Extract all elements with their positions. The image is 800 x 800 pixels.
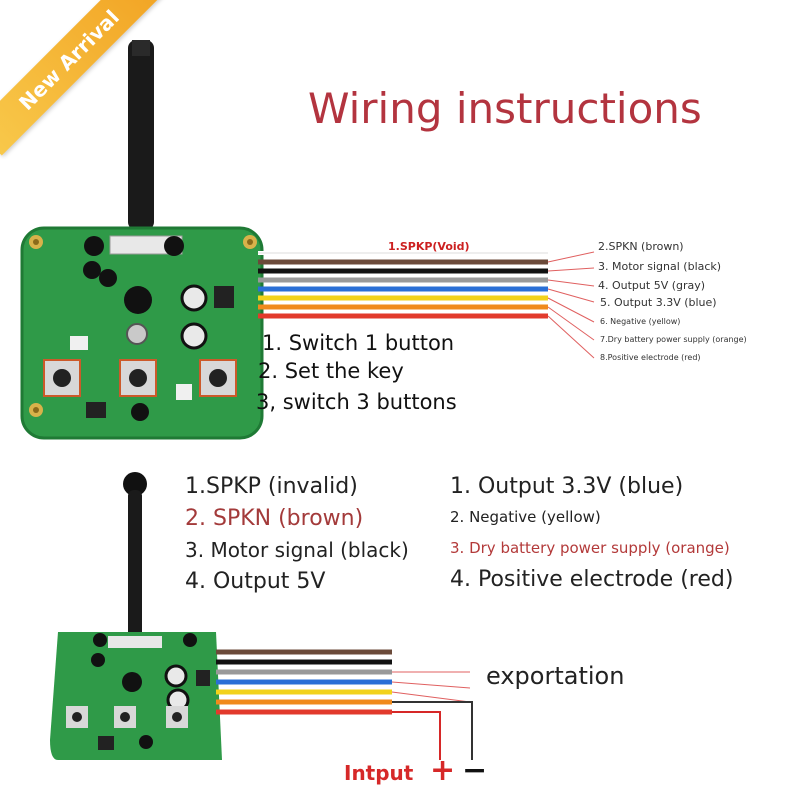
top-leader-lines [547, 251, 595, 359]
right-list-item-1: 1. Output 3.3V (blue) [450, 474, 684, 499]
wire-label-1: 1.SPKP(Void) [388, 240, 470, 253]
right-list-item-2: 2. Negative (yellow) [450, 508, 601, 526]
minus-sign: − [462, 753, 488, 788]
plus-sign: + [430, 753, 456, 788]
right-list-item-4: 4. Positive electrode (red) [450, 567, 734, 592]
button-label-3: 3, switch 3 buttons [256, 390, 457, 414]
left-list-item-1: 1.SPKP (invalid) [185, 474, 358, 499]
input-label: Intput [344, 761, 414, 785]
button-label-1: 1. Switch 1 button [262, 331, 455, 355]
page-title: Wiring instructions [308, 84, 702, 133]
wire-label-8: 8.Positive electrode (red) [600, 353, 701, 362]
wire-label-2: 2.SPKN (brown) [598, 240, 684, 253]
antenna-cable-bottom [128, 490, 142, 640]
left-list-item-4: 4. Output 5V [185, 569, 326, 594]
wire-label-5: 5. Output 3.3V (blue) [600, 296, 717, 309]
wire-label-7: 7.Dry battery power supply (orange) [600, 335, 747, 344]
right-list-item-3: 3. Dry battery power supply (orange) [450, 539, 730, 557]
wire-label-3: 3. Motor signal (black) [598, 260, 722, 273]
button-label-2: 2. Set the key [258, 359, 404, 383]
pcb-board-bottom [50, 632, 222, 760]
wire-label-4: 4. Output 5V (gray) [598, 279, 706, 292]
bottom-wire-bundle [216, 649, 392, 715]
antenna-cable-top [128, 40, 154, 230]
wire-label-6: 6. Negative (yellow) [600, 317, 681, 326]
top-wire-bundle [258, 251, 548, 319]
left-list-item-3: 3. Motor signal (black) [185, 538, 409, 562]
exportation-label: exportation [486, 662, 625, 690]
left-list-item-2: 2. SPKN (brown) [185, 506, 364, 531]
bottom-leader-lines [391, 671, 473, 760]
